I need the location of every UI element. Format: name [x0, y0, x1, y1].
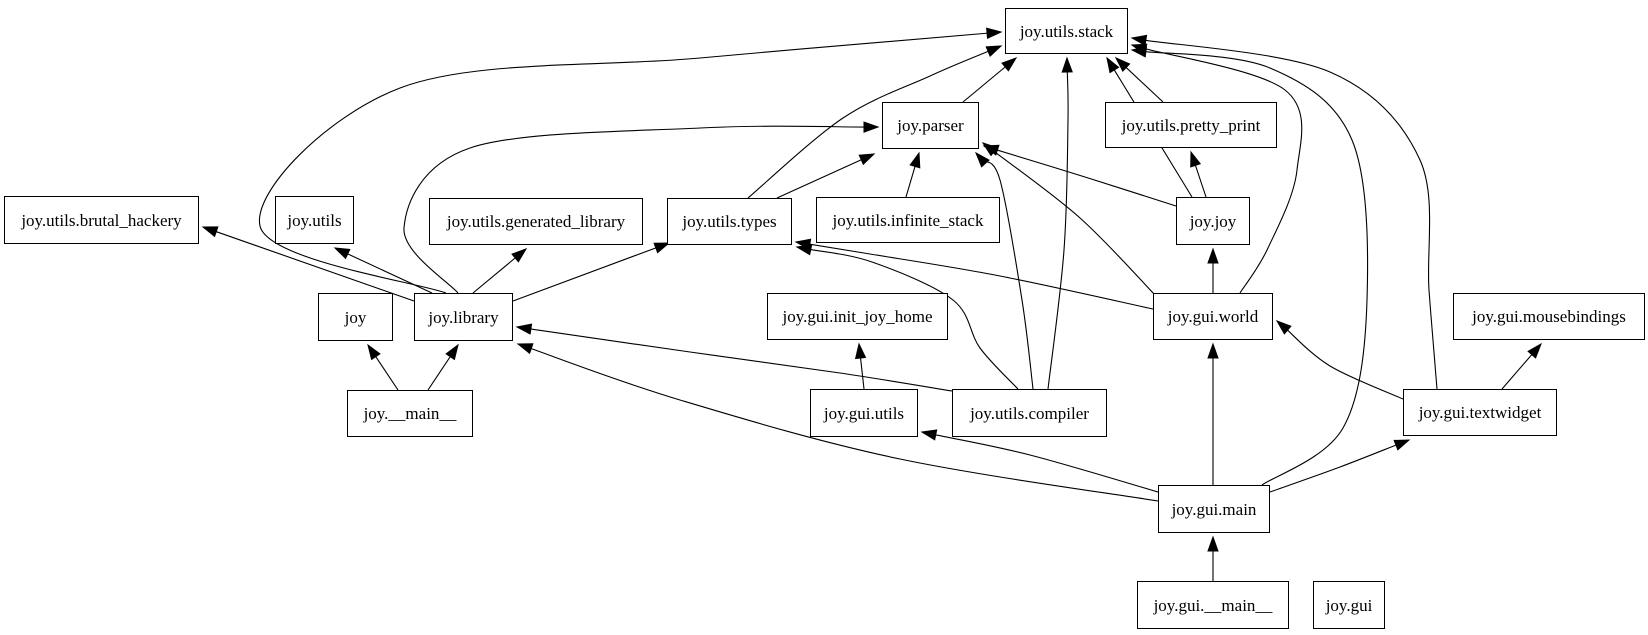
- edge-joy-gui-textwidget-to-joy-utils-stack: [1141, 39, 1438, 390]
- edge-joy-utils-compiler-to-joy-utils-types: [806, 248, 1019, 390]
- arrowhead-joy-main-to-joy-library: [445, 343, 459, 361]
- arrowhead-joy-gui-main-to-joy-library: [516, 343, 534, 355]
- edge-joy-utils-compiler-to-joy-utils-stack: [1047, 67, 1069, 390]
- arrowhead-joy-joy-to-joy-utils-stack: [1106, 56, 1120, 74]
- edge-joy-library-to-joy-utils: [343, 251, 433, 294]
- arrowhead-joy-gui-textwidget-to-joy-utils-stack: [1130, 34, 1148, 47]
- edge-joy-gui-main-to-joy-gui-utils: [931, 433, 1159, 493]
- arrowhead-joy-gui-world-to-joy-parser: [981, 142, 998, 157]
- arrowhead-joy-gui-world-to-joy-utils-types: [794, 238, 812, 250]
- edge-joy-gui-utils-to-joy-gui-init-joy-home: [859, 353, 865, 390]
- node-joy-utils-types: joy.utils.types: [667, 198, 792, 245]
- edge-joy-utils-compiler-to-joy-library: [526, 327, 953, 392]
- node-joy-gui-textwidget: joy.gui.textwidget: [1403, 389, 1557, 436]
- edge-joy-utils-pretty-print-to-joy-utils-stack: [1122, 64, 1164, 103]
- edge-joy-library-to-joy-utils-stack: [258, 32, 992, 294]
- edge-joy-gui-textwidget-to-joy-gui-world: [1284, 327, 1404, 400]
- node-joy-utils-pretty-print: joy.utils.pretty_print: [1105, 102, 1277, 148]
- node-joy-gui: joy.gui: [1313, 581, 1385, 629]
- node-joy-utils: joy.utils: [275, 196, 354, 244]
- edge-joy-library-to-joy-parser: [403, 125, 869, 294]
- edge-joy-main-to-joy-library: [427, 353, 453, 391]
- arrowhead-joy-gui-main-to-joy-gui-world: [1207, 342, 1219, 359]
- arrowhead-joy-gui-main-to-joy-gui-textwidget: [1393, 439, 1411, 451]
- node-joy-gui-world: joy.gui.world: [1153, 293, 1273, 340]
- node-joy-utils-stack: joy.utils.stack: [1005, 8, 1128, 54]
- arrowhead-joy-gui-textwidget-to-joy-gui-world: [1275, 320, 1292, 335]
- edge-joy-main-to-joy: [373, 353, 399, 391]
- arrowhead-joy-utils-compiler-to-joy-parser: [975, 151, 990, 168]
- arrowhead-joy-gui-main-to-joy-gui-utils: [920, 429, 938, 441]
- node-joy-utils-compiler: joy.utils.compiler: [952, 389, 1107, 437]
- arrowhead-joy-library-to-joy-utils-brutal-hackery: [201, 226, 219, 238]
- arrowhead-joy-library-to-joy-utils-types: [653, 242, 671, 254]
- arrowhead-joy-utils-pretty-print-to-joy-utils-stack: [1114, 56, 1131, 73]
- edge-joy-utils-compiler-to-joy-parser: [982, 160, 1034, 390]
- arrowhead-joy-parser-to-joy-utils-stack: [1001, 57, 1018, 72]
- edge-joy-joy-to-joy-utils-pretty-print: [1193, 161, 1207, 198]
- edge-joy-library-to-joy-utils-types: [512, 245, 660, 302]
- arrowhead-joy-gui-textwidget-to-joy-gui-mousebindings: [1527, 342, 1542, 359]
- node-joy-joy: joy.joy: [1176, 197, 1250, 245]
- edge-joy-utils-types-to-joy-utils-stack: [747, 49, 993, 199]
- node-joy-gui-init-joy-home: joy.gui.init_joy_home: [767, 293, 948, 340]
- node-joy-utils-generated-library: joy.utils.generated_library: [429, 198, 643, 245]
- node-joy: joy: [318, 293, 393, 341]
- arrowhead-joy-utils-types-to-joy-utils-stack: [985, 45, 1003, 57]
- node-joy-gui-main: joy.gui.main: [1158, 485, 1270, 533]
- edge-joy-gui-textwidget-to-joy-gui-mousebindings: [1501, 351, 1535, 390]
- edge-joy-utils-types-to-joy-parser: [776, 157, 866, 199]
- edge-joy-gui-main-to-joy-utils-stack: [1141, 50, 1369, 486]
- arrowhead-joy-utils-compiler-to-joy-library: [515, 323, 533, 335]
- node-joy-utils-infinite-stack: joy.utils.infinite_stack: [816, 197, 1000, 243]
- edge-joy-utils-infinite-stack-to-joy-parser: [905, 162, 917, 198]
- arrowhead-joy-gui-main-to-joy-utils-stack: [1130, 46, 1148, 58]
- edge-joy-joy-to-joy-parser: [993, 148, 1177, 207]
- arrowhead-joy-gui-world-to-joy-joy: [1207, 247, 1219, 264]
- arrowhead-joy-main-to-joy: [367, 343, 381, 361]
- arrowhead-joy-library-to-joy-parser: [863, 121, 880, 133]
- edge-joy-library-to-joy-utils-generated-library: [472, 254, 519, 294]
- node-joy-main: joy.__main__: [347, 390, 473, 437]
- arrowhead-joy-library-to-joy-utils: [333, 247, 351, 260]
- arrowhead-joy-library-to-joy-utils-stack: [986, 27, 1003, 39]
- node-joy-utils-brutal-hackery: joy.utils.brutal_hackery: [4, 196, 199, 244]
- edge-joy-gui-main-to-joy-library: [527, 346, 1159, 502]
- edge-joy-gui-world-to-joy-parser: [990, 148, 1157, 297]
- node-joy-gui-main-module: joy.gui.__main__: [1137, 581, 1289, 629]
- edge-joy-gui-main-to-joy-gui-textwidget: [1269, 443, 1400, 493]
- arrowhead-joy-utils-infinite-stack-to-joy-parser: [909, 151, 921, 169]
- arrowhead-joy-library-to-joy-utils-generated-library: [511, 248, 528, 263]
- edge-joy-gui-world-to-joy-utils-types: [805, 243, 1154, 310]
- node-joy-gui-utils: joy.gui.utils: [810, 389, 918, 437]
- node-joy-parser: joy.parser: [882, 102, 979, 149]
- arrowhead-joy-gui-utils-to-joy-gui-init-joy-home: [854, 342, 867, 360]
- edge-joy-gui-world-to-joy-utils-stack: [1141, 47, 1303, 294]
- node-joy-gui-mousebindings: joy.gui.mousebindings: [1453, 293, 1645, 340]
- arrowhead-joy-joy-to-joy-utils-pretty-print: [1190, 150, 1202, 168]
- edge-joy-parser-to-joy-utils-stack: [962, 63, 1009, 103]
- arrowhead-joy-utils-types-to-joy-parser: [858, 153, 876, 166]
- edge-joy-library-to-joy-utils-brutal-hackery: [212, 229, 415, 302]
- arrowhead-joy-gui-main-module-to-joy-gui-main: [1207, 535, 1219, 552]
- node-joy-library: joy.library: [414, 293, 513, 341]
- arrowhead-joy-utils-compiler-to-joy-utils-stack: [1061, 56, 1073, 73]
